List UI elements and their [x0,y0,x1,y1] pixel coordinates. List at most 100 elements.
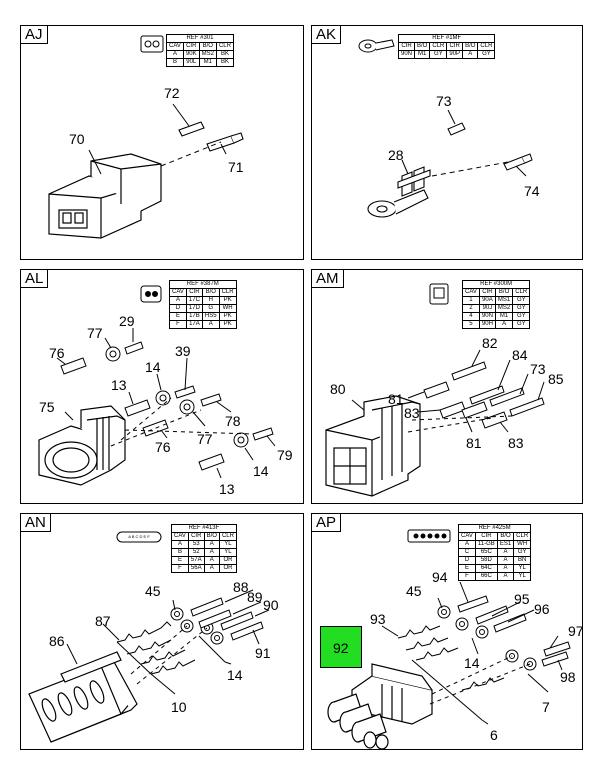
table-header: CLR [429,42,448,51]
table-cell: A [171,540,189,549]
callout-label: 76 [155,439,171,455]
table-ref-title: REF #1MF [397,34,496,43]
callout-label: 82 [482,335,498,351]
table-cell: A [203,540,220,549]
callout-label: 13 [219,481,235,497]
table-ref-title: REF #425M [457,524,532,533]
table-cell: 11-GB [474,540,498,549]
table-header: B/O [414,42,431,51]
table-cell: 58D [474,556,498,565]
callout-label: 14 [253,463,269,479]
table-ref-title: REF #300M [461,280,531,289]
panel-am-art [325,283,545,497]
table-cell: A [496,548,515,557]
panel-label: AP [312,514,342,532]
connector-icon [429,283,449,305]
table-cell: GY [512,296,531,305]
table-cell: MS1 [494,296,514,305]
table-header: CIR [182,42,200,51]
callout-label: 7 [542,699,550,715]
panel-label: AK [312,26,342,44]
table-cell: 2 [462,304,480,313]
table-cell: 90L [182,58,200,67]
table-cell: 52 [187,548,205,557]
table-cell: 66C [474,572,498,581]
table-cell: PK [218,312,237,321]
table-cell: B [171,548,189,557]
callout-label: 80 [330,381,346,397]
table-header: CLR [477,42,496,51]
callout-label: 92 [333,640,349,656]
table-header: CLR [218,532,237,541]
callout-label: 91 [255,645,271,661]
callout-label: 75 [39,399,55,415]
connector-housing [48,153,162,239]
table-cell: PK [218,296,237,305]
panel-ap: AP [311,513,584,750]
table-header: CIR [446,42,464,51]
table-cell: F [171,564,189,573]
table-header: CAV [458,532,476,541]
table-cell: 64C [474,564,498,573]
table-cell: A [203,548,220,557]
table-cell: YL [218,548,237,557]
table-cell: A [496,564,515,573]
table-header: B/O [203,532,220,541]
callout-label: 74 [524,183,540,199]
panel-an: AN [20,513,304,750]
table-cell: A [458,540,476,549]
highlighted-callout-box[interactable]: 92 [320,626,362,668]
table-ref-title: REF #301 [166,34,234,43]
connector-icon [140,285,162,303]
callout-label: 10 [171,699,187,715]
callout-label: 14 [227,667,243,683]
callout-label: 72 [164,85,180,101]
table-cell: GY [512,320,531,329]
long-connector-housing [28,651,138,743]
table-cell: 90J [478,304,496,313]
table-ref-title: REF #413F [171,524,237,533]
table-header: B/O [462,42,479,51]
table-cell: D [169,304,187,313]
callout-label: 83 [508,435,524,451]
panel-am: AM [311,269,583,504]
table-cell: A [496,556,515,565]
callout-label: 81 [388,391,404,407]
callout-label: 73 [436,93,452,109]
callout-label: 90 [263,597,279,613]
table-header: CAV [169,288,187,297]
table-cell: GY [512,304,531,313]
table-header: B/O [496,532,515,541]
table-header: B/O [201,288,220,297]
table-header: CAV [166,42,184,51]
connector-icon [116,531,162,543]
table-cell: E [171,556,189,565]
table-cell: 90N [397,50,416,59]
table-cell: OR [218,564,237,573]
table-cell: 65C [474,548,498,557]
panel-label: AL [21,270,49,288]
table-header: CAV [462,288,480,297]
callout-label: 14 [464,655,480,671]
table-cell: H [201,296,220,305]
table-cell: A [169,296,187,305]
table-cell: A [462,50,479,59]
callout-label: 13 [111,377,127,393]
table-cell: 90K [182,50,200,59]
panel-label: AM [312,270,344,288]
callout-label: 76 [49,345,65,361]
